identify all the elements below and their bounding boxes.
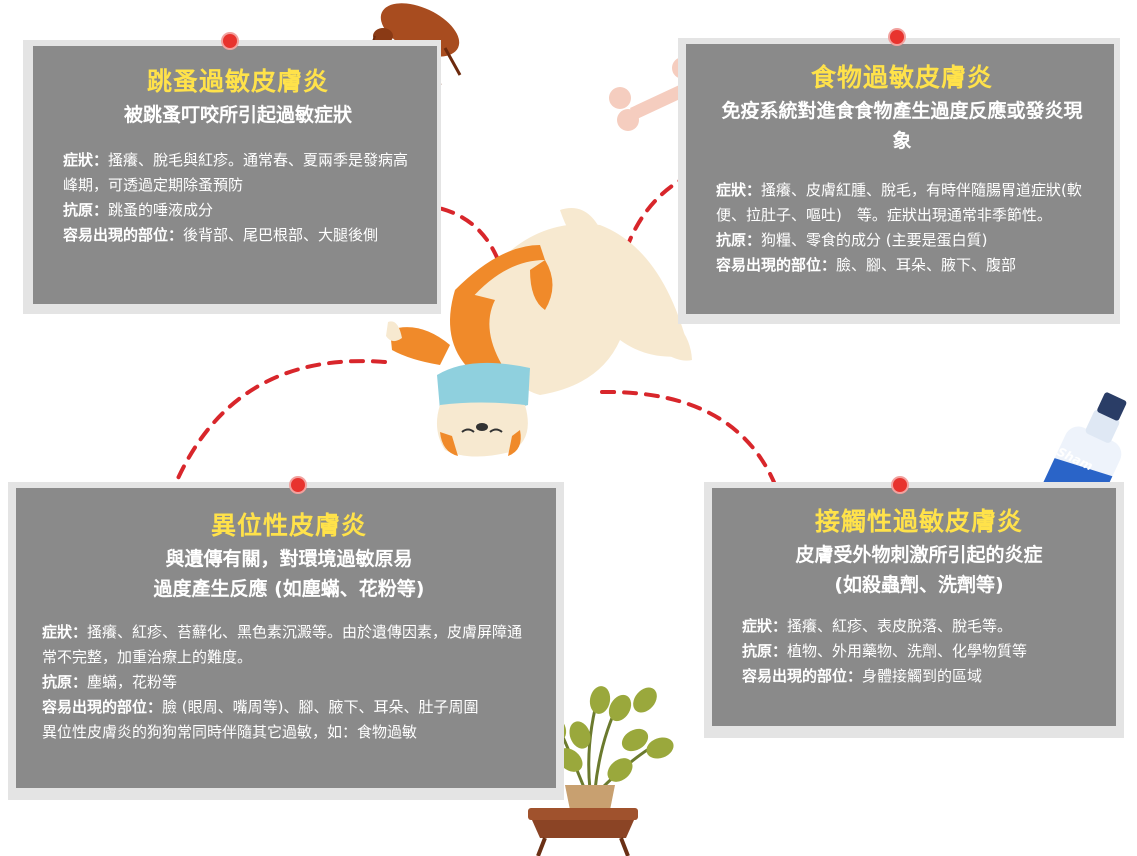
card-subtitle: 被跳蚤叮咬所引起過敏症狀 xyxy=(123,104,352,126)
pin-icon xyxy=(291,478,305,492)
card-title: 食物過敏皮膚炎 xyxy=(810,63,993,92)
connector-atopic xyxy=(170,359,387,494)
shampoo-bottle-label: Sham xyxy=(1054,444,1095,474)
card-body: 症狀：搔癢、皮膚紅腫、脫毛，有時伴隨腸胃道症狀(軟便、拉肚子、嘔吐) 等。症狀出… xyxy=(716,181,1082,274)
card-title: 跳蚤過敏皮膚炎 xyxy=(146,67,329,96)
connector-contact xyxy=(600,389,780,494)
card-subtitle-line1: 與遺傳有關，對環境過敏原易 xyxy=(165,548,413,570)
card-atopic-dermatitis: 異位性皮膚炎 與遺傳有關，對環境過敏原易 過度產生反應 (如塵蟎、花粉等) 症狀… xyxy=(16,488,556,788)
card-body: 症狀：搔癢、脫毛與紅疹。通常春、夏兩季是發病高峰期，可透過定期除蚤預防 抗原：跳… xyxy=(63,151,409,244)
card-title: 異位性皮膚炎 xyxy=(210,511,367,540)
card-flea-allergy: 跳蚤過敏皮膚炎 被跳蚤叮咬所引起過敏症狀 症狀：搔癢、脫毛與紅疹。通常春、夏兩季… xyxy=(33,46,437,304)
card-subtitle-line2: 過度產生反應 (如塵蟎、花粉等) xyxy=(153,578,425,600)
pin-icon xyxy=(890,30,904,44)
card-body: 症狀：搔癢、紅疹、苔蘚化、黑色素沉澱等。由於遺傳因素，皮膚屏障通常不完整，加重治… xyxy=(42,623,523,741)
pin-icon xyxy=(223,34,237,48)
card-body: 症狀：搔癢、紅疹、表皮脫落、脫毛等。 抗原：植物、外用藥物、洗劑、化學物質等 容… xyxy=(742,617,1028,685)
card-contact-dermatitis: 接觸性過敏皮膚炎 皮膚受外物刺激所引起的炎症 (如殺蟲劑、洗劑等) 症狀：搔癢、… xyxy=(712,488,1116,726)
card-title: 接觸性過敏皮膚炎 xyxy=(814,507,1023,536)
card-subtitle: 免疫系統對進食食物產生過度反應或發炎現象 xyxy=(721,100,1083,152)
card-subtitle-line1: 皮膚受外物刺激所引起的炎症 xyxy=(795,544,1043,566)
pin-icon xyxy=(893,478,907,492)
card-food-allergy: 食物過敏皮膚炎 免疫系統對進食食物產生過度反應或發炎現象 症狀：搔癢、皮膚紅腫、… xyxy=(686,44,1114,314)
card-subtitle-line2: (如殺蟲劑、洗劑等) xyxy=(834,574,1004,596)
